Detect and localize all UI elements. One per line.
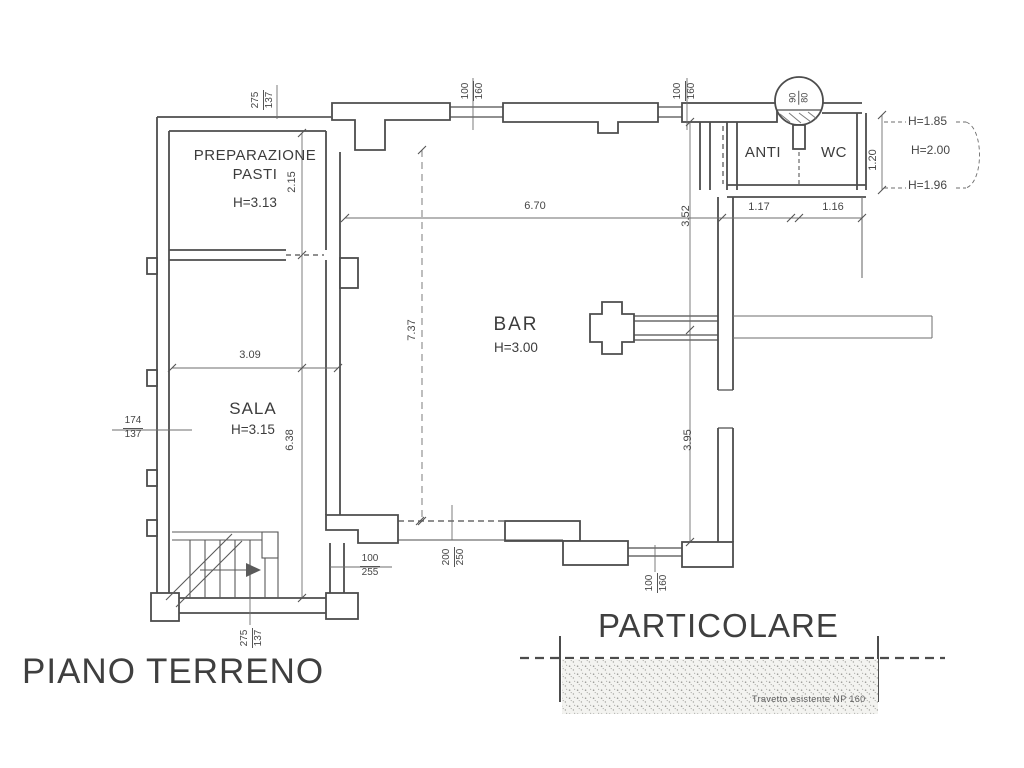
room-label-sala: SALA H=3.15 bbox=[193, 398, 313, 437]
detail-title: PARTICOLARE bbox=[598, 607, 839, 644]
dim-sala-window: 174 137 bbox=[122, 415, 144, 440]
dim-bar-depth: 7.37 bbox=[406, 319, 418, 341]
room-height-bar: H=3.00 bbox=[494, 339, 538, 355]
plan-title: PIANO TERRENO bbox=[22, 652, 325, 691]
walls-group bbox=[146, 102, 867, 622]
detail-section-group bbox=[520, 636, 945, 714]
dim-column: 90 80 bbox=[787, 90, 810, 105]
column-circle bbox=[774, 76, 824, 184]
dim-bar-opening: 200 250 bbox=[441, 546, 466, 568]
room-name-bar: BAR bbox=[493, 314, 539, 335]
dim-top-window-left: 275 137 bbox=[250, 89, 275, 111]
dim-h-window: H=1.96 bbox=[908, 178, 948, 192]
room-height-preparazione: H=3.13 bbox=[233, 194, 277, 210]
dim-stair-door: 100 255 bbox=[359, 553, 381, 578]
room-name-sala: SALA bbox=[229, 399, 277, 418]
room-name-preparazione: PREPARAZIONE PASTI bbox=[193, 147, 317, 183]
dim-right-upper: 3.52 bbox=[680, 205, 692, 227]
dim-bar-window-1: 100 160 bbox=[460, 80, 485, 102]
dim-h-mid: H=2.00 bbox=[911, 143, 951, 157]
dim-bar-width: 6.70 bbox=[524, 200, 546, 212]
dim-h-door: H=1.85 bbox=[908, 114, 948, 128]
room-height-sala: H=3.15 bbox=[231, 422, 275, 438]
room-label-preparazione: PREPARAZIONE PASTI H=3.13 bbox=[170, 147, 340, 210]
dim-anti-width: 1.17 bbox=[748, 201, 770, 213]
dimension-lines-group bbox=[112, 78, 980, 625]
detail-note: Travetto esistente NP 160 bbox=[752, 694, 866, 704]
dim-bottom-window: 100 160 bbox=[644, 572, 669, 594]
dim-sala-bottom-window: 275 137 bbox=[239, 627, 264, 649]
dim-wc-width: 1.16 bbox=[822, 201, 844, 213]
room-label-anti: ANTI bbox=[744, 144, 782, 161]
room-label-bar: BAR H=3.00 bbox=[456, 313, 576, 355]
dim-right-lower: 3.95 bbox=[682, 429, 694, 451]
dim-wc-depth: 1.20 bbox=[867, 149, 879, 171]
stairs bbox=[165, 531, 279, 608]
dim-sala-width: 3.09 bbox=[239, 349, 261, 361]
dim-sala-depth: 6.38 bbox=[284, 429, 296, 451]
dim-bar-window-2: 100 160 bbox=[672, 80, 697, 102]
dim-prep-width: 2.15 bbox=[286, 171, 298, 193]
room-label-wc: WC bbox=[821, 144, 847, 161]
